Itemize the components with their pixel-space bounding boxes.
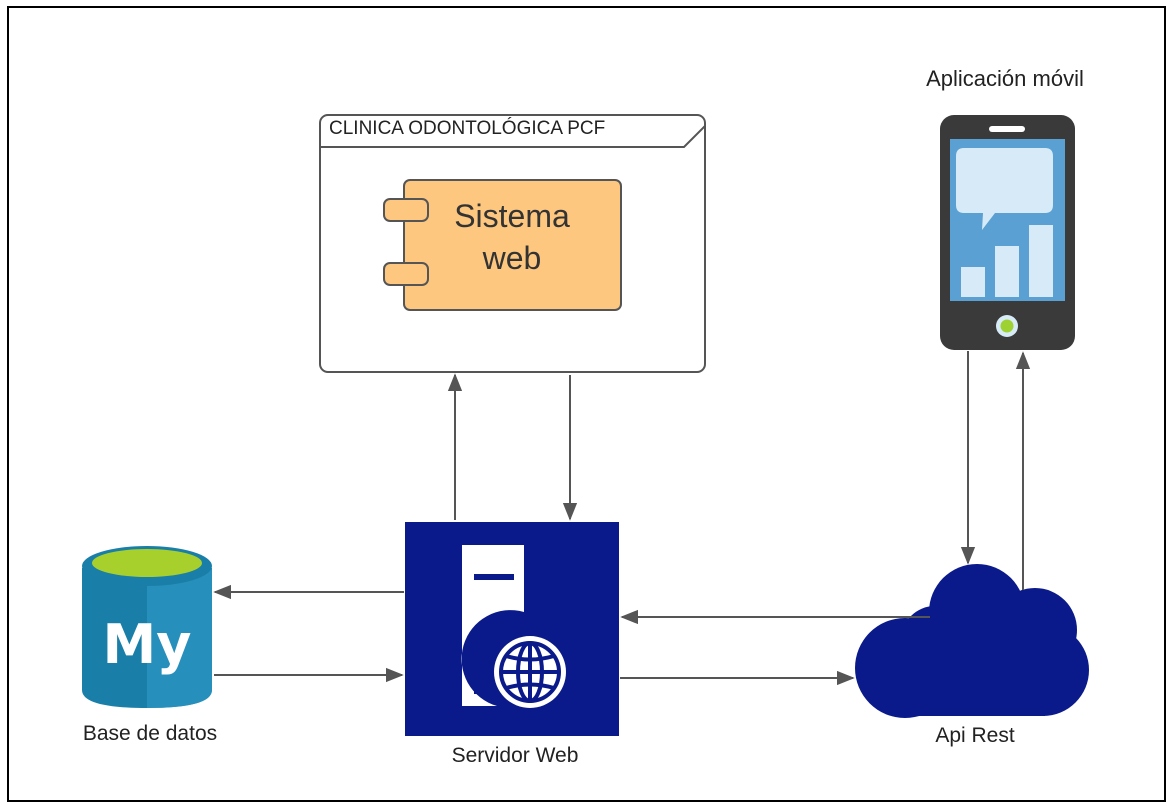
component-label-line2: web	[482, 240, 542, 276]
component-icon	[383, 179, 622, 311]
globe-icon	[494, 636, 566, 708]
clinic-frame-title: CLINICA ODONTOLÓGICA PCF	[329, 118, 606, 139]
diagram-border	[7, 6, 1166, 802]
db-logo-text: My	[103, 613, 192, 676]
api-rest-label: Api Rest	[935, 724, 1015, 747]
web-server-label: Servidor Web	[451, 744, 579, 767]
cloud-icon	[855, 564, 1089, 718]
mobile-app-label: Aplicación móvil	[926, 66, 1084, 91]
smartphone-icon	[940, 115, 1075, 350]
component-label-line1: Sistema	[454, 198, 570, 234]
mysql-database-icon: My	[82, 546, 212, 708]
web-server-icon	[405, 522, 619, 736]
connectors	[213, 351, 1031, 686]
database-label: Base de datos	[82, 722, 218, 745]
